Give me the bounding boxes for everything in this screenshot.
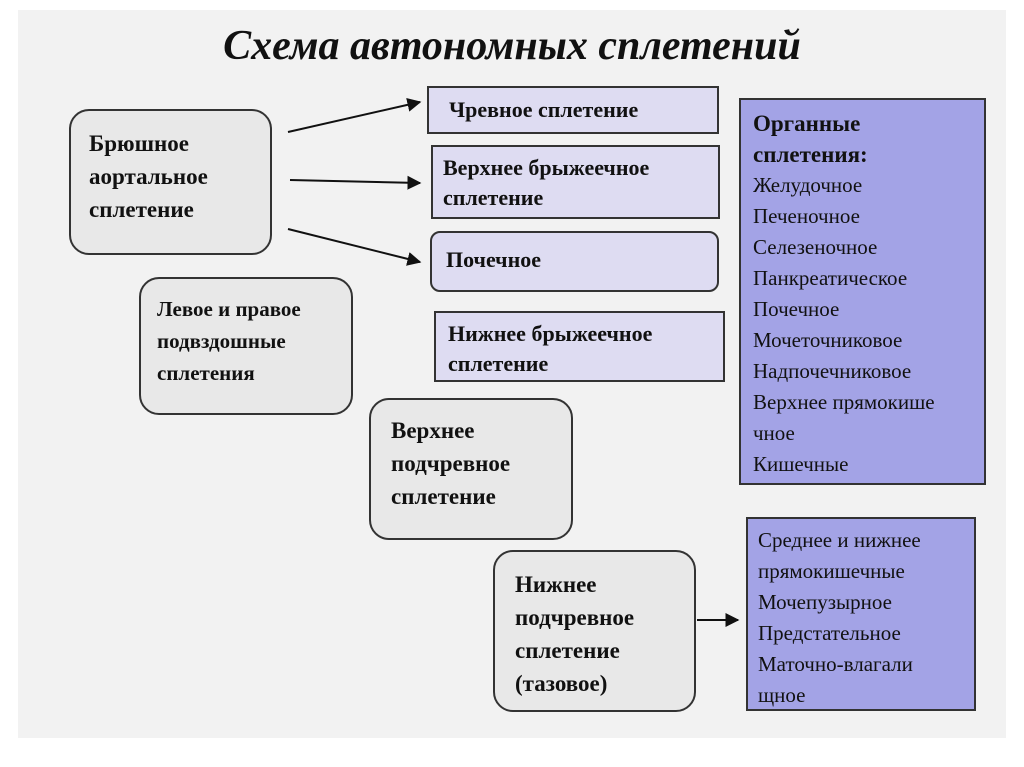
organ-item: Почечное: [753, 297, 840, 321]
inf-hypogastric-line-4: (тазовое): [515, 671, 608, 696]
sup-mesenteric-line-1: Верхнее брыжеечное: [443, 155, 650, 180]
arrow-to-renal: [287, 228, 422, 266]
pelvic-item: Мочепузырное: [758, 590, 892, 614]
inf-hypogastric-line-2: подчревное: [515, 605, 635, 630]
inf-mesenteric-line-1: Нижнее брыжеечное: [448, 321, 653, 346]
inf-hypogastric-line-1: Нижнее: [515, 572, 597, 597]
organ-heading-1: Органные: [753, 111, 861, 136]
organ-item: Верхнее прямокише: [753, 390, 935, 414]
organ-item: Желудочное: [753, 173, 863, 197]
iliac-line-1: Левое и правое: [157, 297, 301, 321]
diagram-title: Схема автономных сплетений: [223, 23, 801, 69]
pelvic-item: Предстательное: [758, 621, 901, 645]
inf-hypogastric-line-3: сплетение: [515, 638, 620, 663]
organ-heading-2: сплетения:: [753, 142, 868, 167]
organ-item: Мочеточниковое: [753, 328, 903, 352]
pelvic-item: Маточно-влагали: [758, 652, 913, 676]
pelvic-item: щное: [758, 683, 806, 707]
pelvic-item: прямокишечные: [758, 559, 905, 583]
box-inf-hypogastric: Нижнее подчревное сплетение (тазовое): [493, 550, 696, 712]
sup-hypogastric-line-1: Верхнее: [391, 418, 475, 443]
iliac-line-3: сплетения: [157, 361, 255, 385]
organ-item: Печеночное: [753, 204, 860, 228]
renal-line-1: Почечное: [446, 247, 542, 272]
box-renal: Почечное: [430, 231, 719, 292]
organ-item: Панкреатическое: [753, 266, 908, 290]
box-abdominal-aortic: Брюшное аортальное сплетение: [69, 109, 272, 255]
sup-mesenteric-line-2: сплетение: [443, 185, 544, 210]
box-sup-mesenteric: Верхнее брыжеечное сплетение: [431, 145, 720, 219]
iliac-line-2: подвздошные: [157, 329, 286, 353]
inf-mesenteric-line-2: сплетение: [448, 351, 549, 376]
sup-hypogastric-line-2: подчревное: [391, 451, 511, 476]
arrow-to-sup-mesenteric: [289, 175, 422, 190]
organ-item: Кишечные: [753, 452, 849, 476]
box-celiac: Чревное сплетение: [427, 86, 719, 134]
organ-item: чное: [753, 421, 795, 445]
abdominal-line-2: аортальное: [89, 164, 208, 189]
celiac-line-1: Чревное сплетение: [449, 97, 639, 122]
abdominal-line-1: Брюшное: [89, 131, 189, 156]
box-pelvic-plexuses: Среднее и нижнее прямокишечные Мочепузыр…: [746, 517, 976, 711]
box-iliac: Левое и правое подвздошные сплетения: [139, 277, 353, 415]
box-sup-hypogastric: Верхнее подчревное сплетение: [369, 398, 573, 540]
abdominal-line-3: сплетение: [89, 197, 194, 222]
pelvic-item: Среднее и нижнее: [758, 528, 921, 552]
arrow-to-celiac: [287, 97, 422, 133]
box-organ-plexuses: Органные сплетения: Желудочное Печеночно…: [739, 98, 986, 485]
organ-item: Селезеночное: [753, 235, 878, 259]
sup-hypogastric-line-3: сплетение: [391, 484, 496, 509]
box-inf-mesenteric: Нижнее брыжеечное сплетение: [434, 311, 725, 382]
organ-item: Надпочечниковое: [753, 359, 912, 383]
